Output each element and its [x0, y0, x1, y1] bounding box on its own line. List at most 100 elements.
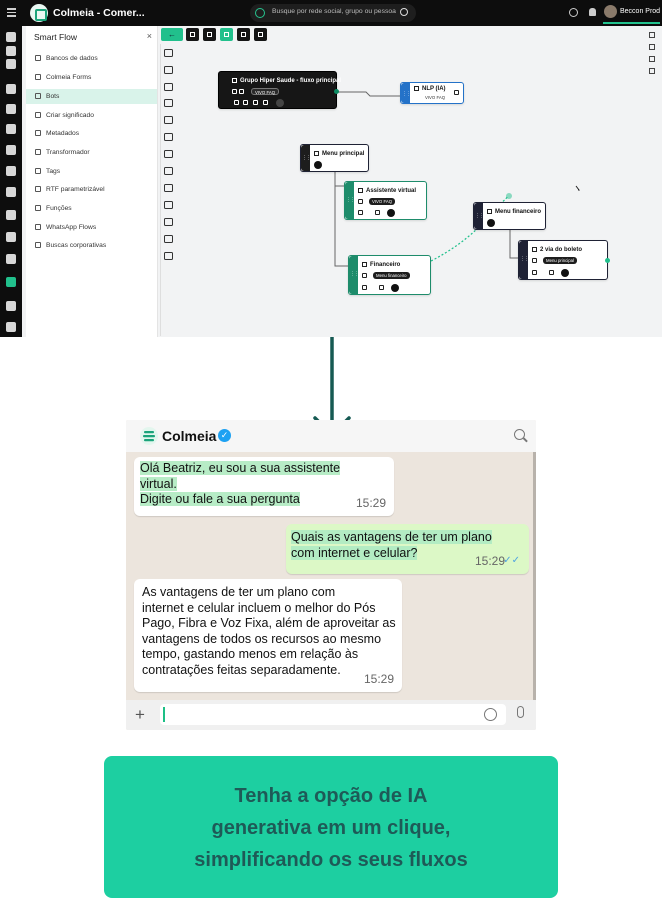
node-nlp[interactable]: NLP (IA) VIVO FAQ — [400, 82, 464, 104]
android-icon[interactable] — [164, 49, 173, 57]
brain-icon[interactable] — [6, 232, 16, 242]
arrow-left-icon[interactable] — [164, 201, 173, 209]
refresh-button[interactable] — [203, 28, 216, 41]
smart-flow-screenshot: Colmeia - Comer... Busque por rede socia… — [0, 0, 662, 337]
sidebar-item-label: Criar significado — [46, 111, 94, 119]
message-node-icon[interactable] — [164, 150, 173, 158]
sidebar-item-bancos-de-dados[interactable]: Bancos de dados — [26, 51, 157, 66]
global-search-input[interactable]: Busque por rede social, grupo ou pessoa — [250, 4, 416, 22]
sidebar-item-criar-significado[interactable]: Criar significado — [26, 108, 157, 123]
node-title: Menu principal — [314, 151, 364, 157]
node-menu-financeiro[interactable]: Menu financeiro — [473, 202, 546, 230]
plus-icon[interactable]: + — [135, 705, 145, 724]
fullscreen-icon[interactable] — [649, 68, 655, 74]
arrow-right-icon[interactable] — [164, 218, 173, 226]
branch-icon — [362, 285, 367, 290]
chat-node-icon[interactable] — [164, 167, 173, 175]
network-icon[interactable] — [6, 254, 16, 264]
search-icon[interactable] — [514, 429, 525, 440]
node-assistente-virtual[interactable]: Assistente virtual VIVO FAQ — [344, 181, 427, 220]
close-icon[interactable]: × — [146, 31, 152, 41]
node-segunda-via-boleto[interactable]: 2 via do boleto Menu principal — [518, 240, 610, 280]
share-icon — [253, 100, 258, 105]
group-icon[interactable] — [6, 46, 16, 56]
sidebar-title: Smart Flow — [34, 32, 77, 42]
emoji-icon[interactable] — [484, 708, 497, 721]
tools-icon[interactable] — [6, 187, 16, 197]
user-name[interactable]: Beccon Prod — [620, 8, 661, 15]
flow-toolbar: ← — [160, 28, 270, 43]
analytics-icon[interactable] — [6, 166, 16, 176]
icon-rail — [0, 26, 22, 337]
sidebar-item-metadados[interactable]: Metadados — [26, 126, 157, 141]
sidebar-item-bots[interactable]: Bots — [26, 89, 157, 104]
meaning-icon — [35, 112, 41, 118]
open-icon[interactable] — [454, 90, 459, 95]
node-chip: VIVO FAQ — [369, 198, 396, 205]
history-icon[interactable] — [569, 8, 578, 17]
profile-icon[interactable] — [6, 322, 16, 332]
scrollbar[interactable] — [533, 452, 536, 700]
edit-icon[interactable] — [387, 209, 395, 217]
fit-icon[interactable] — [649, 56, 655, 62]
content-node-icon[interactable] — [164, 83, 173, 91]
back-button[interactable]: ← — [161, 28, 183, 41]
menu-node-icon[interactable] — [164, 66, 173, 74]
microphone-icon[interactable] — [517, 706, 524, 718]
promo-banner: Tenha a opção de IA generativa em um cli… — [104, 756, 558, 898]
ai-button[interactable] — [220, 28, 233, 41]
search-icon[interactable] — [400, 8, 408, 16]
menu-icon[interactable] — [7, 8, 16, 17]
bell-icon[interactable] — [589, 8, 596, 16]
edit-icon[interactable] — [314, 161, 322, 169]
flow-connections — [334, 91, 580, 267]
home-icon[interactable] — [6, 32, 16, 42]
sidebar-item-whatsapp-flows[interactable]: WhatsApp Flows — [26, 220, 157, 235]
chat-icon[interactable] — [6, 84, 16, 94]
zoom-out-icon[interactable] — [649, 44, 655, 50]
sidebar-item-tags[interactable]: Tags — [26, 164, 157, 179]
megaphone-icon[interactable] — [6, 145, 16, 155]
flow-canvas[interactable]: ← — [160, 26, 662, 337]
contact-name: Colmeia — [162, 428, 217, 444]
report-icon[interactable] — [6, 210, 16, 220]
sidebar-item-rtf-parametrizavel[interactable]: RTF parametrizável — [26, 182, 157, 197]
node-title: Menu financeiro — [487, 209, 541, 215]
message-bubble-incoming: As vantagens de ter um plano com interne… — [134, 579, 402, 692]
image-node-icon[interactable] — [164, 133, 173, 141]
sidebar-item-transformador[interactable]: Transformador — [26, 145, 157, 160]
edit-icon[interactable] — [276, 99, 284, 107]
headset-icon[interactable] — [6, 104, 16, 114]
more-options-button[interactable] — [254, 28, 267, 41]
contacts-icon[interactable] — [6, 124, 16, 134]
save-button[interactable] — [186, 28, 199, 41]
sidebar-item-colmeia-forms[interactable]: Colmeia Forms — [26, 70, 157, 85]
play-icon — [532, 258, 537, 263]
node-root[interactable]: Grupo Hiper Saude - fluxo principal VIVO… — [218, 71, 341, 109]
whatsapp-chat: Colmeia ✓ Olá Beatriz, eu sou a sua assi… — [126, 420, 536, 730]
avatar[interactable] — [604, 5, 617, 18]
list-node-icon[interactable] — [164, 99, 173, 107]
node-menu-principal[interactable]: Menu principal — [300, 144, 369, 172]
ai-node-icon[interactable] — [164, 235, 173, 243]
smart-flow-icon[interactable] — [6, 277, 16, 287]
output-port[interactable] — [334, 89, 339, 94]
edit-icon[interactable] — [391, 284, 399, 292]
node-financeiro[interactable]: Financeiro Menu financeiro — [348, 255, 431, 295]
colmeia-logo-icon — [140, 427, 158, 445]
edit-icon[interactable] — [487, 219, 495, 227]
chat-header: Colmeia ✓ — [126, 420, 536, 452]
sidebar-item-buscas-corporativas[interactable]: Buscas corporativas — [26, 238, 157, 253]
sidebar-item-funcoes[interactable]: Funções — [26, 201, 157, 216]
calendar-icon[interactable] — [6, 59, 16, 69]
zoom-in-icon[interactable] — [649, 32, 655, 38]
arrow-up-icon[interactable] — [164, 184, 173, 192]
feedback-icon[interactable] — [164, 116, 173, 124]
settings-icon[interactable] — [6, 301, 16, 311]
message-input[interactable] — [160, 704, 506, 725]
edit-icon[interactable] — [561, 269, 569, 277]
comment-button[interactable] — [237, 28, 250, 41]
eye-icon[interactable] — [164, 252, 173, 260]
output-port[interactable] — [605, 258, 610, 263]
search-placeholder: Busque por rede social, grupo ou pessoa — [272, 8, 396, 15]
